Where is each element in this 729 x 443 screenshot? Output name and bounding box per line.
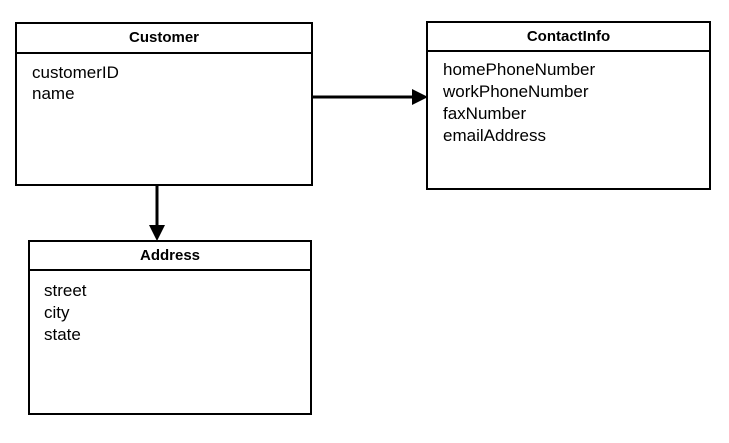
uml-class-customer[interactable]: Customer customerID name xyxy=(15,22,313,186)
arrowhead-right-icon xyxy=(412,89,428,105)
uml-class-contactinfo-title: ContactInfo xyxy=(428,23,709,52)
uml-class-contactinfo-attributes: homePhoneNumber workPhoneNumber faxNumbe… xyxy=(428,52,709,147)
uml-attribute: city xyxy=(44,303,70,322)
uml-attribute: customerID xyxy=(32,63,119,82)
uml-attribute: state xyxy=(44,325,81,344)
uml-attribute: homePhoneNumber xyxy=(443,60,596,79)
uml-attribute: name xyxy=(32,84,75,103)
arrowhead-down-icon xyxy=(149,225,165,241)
uml-class-customer-attributes: customerID name xyxy=(17,54,311,104)
connector-customer-to-contactinfo[interactable] xyxy=(310,80,430,116)
uml-class-customer-title: Customer xyxy=(17,24,311,54)
uml-attribute: emailAddress xyxy=(443,126,546,145)
uml-attribute: workPhoneNumber xyxy=(443,82,589,101)
connector-customer-to-address[interactable] xyxy=(140,183,176,243)
uml-class-contactinfo[interactable]: ContactInfo homePhoneNumber workPhoneNum… xyxy=(426,21,711,190)
uml-class-address-attributes: street city state xyxy=(30,271,310,346)
uml-attribute: faxNumber xyxy=(443,104,527,123)
uml-class-address-title: Address xyxy=(30,242,310,271)
uml-attribute: street xyxy=(44,281,87,300)
uml-class-address[interactable]: Address street city state xyxy=(28,240,312,415)
